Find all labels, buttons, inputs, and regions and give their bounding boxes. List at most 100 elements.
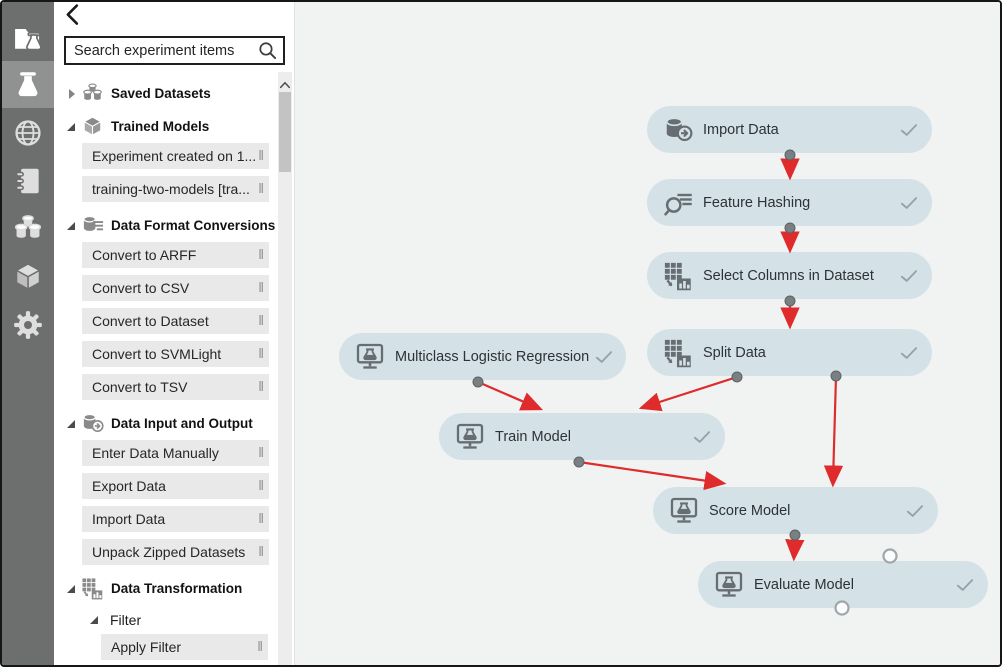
expanded-triangle-icon <box>67 221 75 230</box>
node-label: Feature Hashing <box>703 194 811 211</box>
drag-grip-icon: ‖ <box>258 477 264 493</box>
module-item-enter-data-manually[interactable]: Enter Data Manually ‖ <box>82 440 269 466</box>
module-item-apply-filter[interactable]: Apply Filter ‖ <box>101 634 268 660</box>
module-item-label: Convert to SVMLight <box>92 346 222 362</box>
drag-grip-icon: ‖ <box>258 180 264 196</box>
panel-scrollbar[interactable] <box>278 72 292 665</box>
node-label: Train Model <box>495 428 572 445</box>
node-label: Select Columns in Dataset <box>703 267 874 284</box>
drag-grip-icon: ‖ <box>258 510 264 526</box>
drag-grip-icon: ‖ <box>257 638 263 654</box>
module-item-label: Convert to Dataset <box>92 313 209 329</box>
category-label: Saved Datasets <box>111 86 211 101</box>
folder-flask-icon <box>12 21 44 53</box>
completed-check-icon <box>687 428 711 446</box>
module-item-convert-to-tsv[interactable]: Convert to TSV ‖ <box>82 374 269 400</box>
canvas-node-multiclass-logistic-regression[interactable]: Multiclass Logistic Regression <box>339 333 626 380</box>
module-item-export-data[interactable]: Export Data ‖ <box>82 473 269 499</box>
rail-item-web-services[interactable] <box>2 109 54 156</box>
module-item-convert-to-arff[interactable]: Convert to ARFF ‖ <box>82 242 269 268</box>
tree-category-data-transformation[interactable]: Data Transformation <box>54 572 278 605</box>
cube-icon <box>12 261 44 293</box>
canvas-node-split-data[interactable]: Split Data <box>647 329 932 376</box>
module-item-convert-to-csv[interactable]: Convert to CSV ‖ <box>82 275 269 301</box>
drag-grip-icon: ‖ <box>258 543 264 559</box>
canvas-node-train-model[interactable]: Train Model <box>439 413 725 460</box>
module-item-label: Export Data <box>92 478 166 494</box>
tree-subcategory-filter[interactable]: Filter <box>54 605 278 634</box>
search-input[interactable] <box>66 38 258 63</box>
left-icon-rail <box>2 2 54 665</box>
rail-item-datasets[interactable] <box>2 205 54 252</box>
drag-grip-icon: ‖ <box>258 345 264 361</box>
module-item-label: Enter Data Manually <box>92 445 219 461</box>
database-arrow-icon <box>662 115 694 145</box>
magnifier-lines-icon <box>662 188 694 218</box>
completed-check-icon <box>589 348 613 366</box>
tree-category-saved-datasets[interactable]: Saved Datasets <box>54 77 278 110</box>
monitor-flask-icon <box>454 422 486 452</box>
drag-grip-icon: ‖ <box>258 246 264 262</box>
scroll-up-icon[interactable] <box>279 76 291 89</box>
expanded-triangle-icon <box>67 584 75 593</box>
drag-grip-icon: ‖ <box>258 444 264 460</box>
monitor-flask-icon <box>668 496 700 526</box>
cylinder-list-icon <box>81 214 104 237</box>
collapsed-triangle-icon <box>69 88 75 99</box>
module-item-convert-to-svmlight[interactable]: Convert to SVMLight ‖ <box>82 341 269 367</box>
grid-transform-icon <box>662 338 694 368</box>
module-item-import-data[interactable]: Import Data‖ <box>82 506 269 532</box>
datasets-icon <box>12 213 44 245</box>
drag-grip-icon: ‖ <box>258 378 264 394</box>
completed-check-icon <box>894 194 918 212</box>
collapse-panel-button[interactable] <box>64 4 82 26</box>
tree-category-data-format-conversions[interactable]: Data Format Conversions <box>54 209 278 242</box>
completed-check-icon <box>894 121 918 139</box>
search-box <box>64 36 285 65</box>
scrollbar-thumb[interactable] <box>279 92 291 172</box>
canvas-node-feature-hashing[interactable]: Feature Hashing <box>647 179 932 226</box>
module-item-label: training-two-models [tra... <box>92 181 250 197</box>
rail-item-notebooks[interactable] <box>2 157 54 204</box>
rail-item-trained-models[interactable] <box>2 253 54 300</box>
drag-grip-icon: ‖ <box>258 279 264 295</box>
module-item-experiment-created-on-1[interactable]: Experiment created on 1...‖ <box>82 143 269 169</box>
subcategory-label: Filter <box>110 611 142 628</box>
node-label: Multiclass Logistic Regression <box>395 348 590 365</box>
search-icon <box>258 41 277 60</box>
node-label: Split Data <box>703 344 766 361</box>
connection-edge-split-data-to-train-model <box>638 375 738 412</box>
rail-item-experiments[interactable] <box>2 13 54 60</box>
tree-category-trained-models[interactable]: Trained Models <box>54 110 278 143</box>
canvas-node-import-data[interactable]: Import Data <box>647 106 932 153</box>
canvas-node-select-columns-in-dataset[interactable]: Select Columns in Dataset <box>647 252 932 299</box>
module-item-convert-to-dataset[interactable]: Convert to Dataset ‖ <box>82 308 269 334</box>
flask-icon <box>12 69 44 101</box>
canvas-node-evaluate-model[interactable]: Evaluate Model <box>698 561 988 608</box>
rail-item-modules[interactable] <box>2 61 54 108</box>
notebook-icon <box>12 165 44 197</box>
tree-category-data-input-and-output[interactable]: Data Input and Output <box>54 407 278 440</box>
module-item-label: Apply Filter <box>111 639 182 655</box>
module-item-unpack-zipped-datasets[interactable]: Unpack Zipped Datasets‖ <box>82 539 269 565</box>
drag-grip-icon: ‖ <box>258 312 264 328</box>
module-item-label: Convert to TSV <box>92 379 188 395</box>
gear-icon <box>12 309 44 341</box>
drag-grip-icon: ‖ <box>258 147 264 163</box>
module-item-training-two-models-tra[interactable]: training-two-models [tra... ‖ <box>82 176 269 202</box>
module-item-label: Convert to ARFF <box>92 247 197 263</box>
connection-edge-train-model-to-score-model <box>578 460 727 491</box>
rail-item-settings[interactable] <box>2 301 54 348</box>
globe-icon <box>12 117 44 149</box>
connection-edge-split-data-to-score-model <box>823 375 844 488</box>
expanded-triangle-icon <box>67 122 75 131</box>
expanded-triangle-icon <box>67 419 75 428</box>
module-item-label: Convert to CSV <box>92 280 190 296</box>
completed-check-icon <box>950 576 974 594</box>
canvas-node-score-model[interactable]: Score Model <box>653 487 938 534</box>
cube-icon <box>81 115 104 138</box>
category-label: Trained Models <box>111 119 210 134</box>
